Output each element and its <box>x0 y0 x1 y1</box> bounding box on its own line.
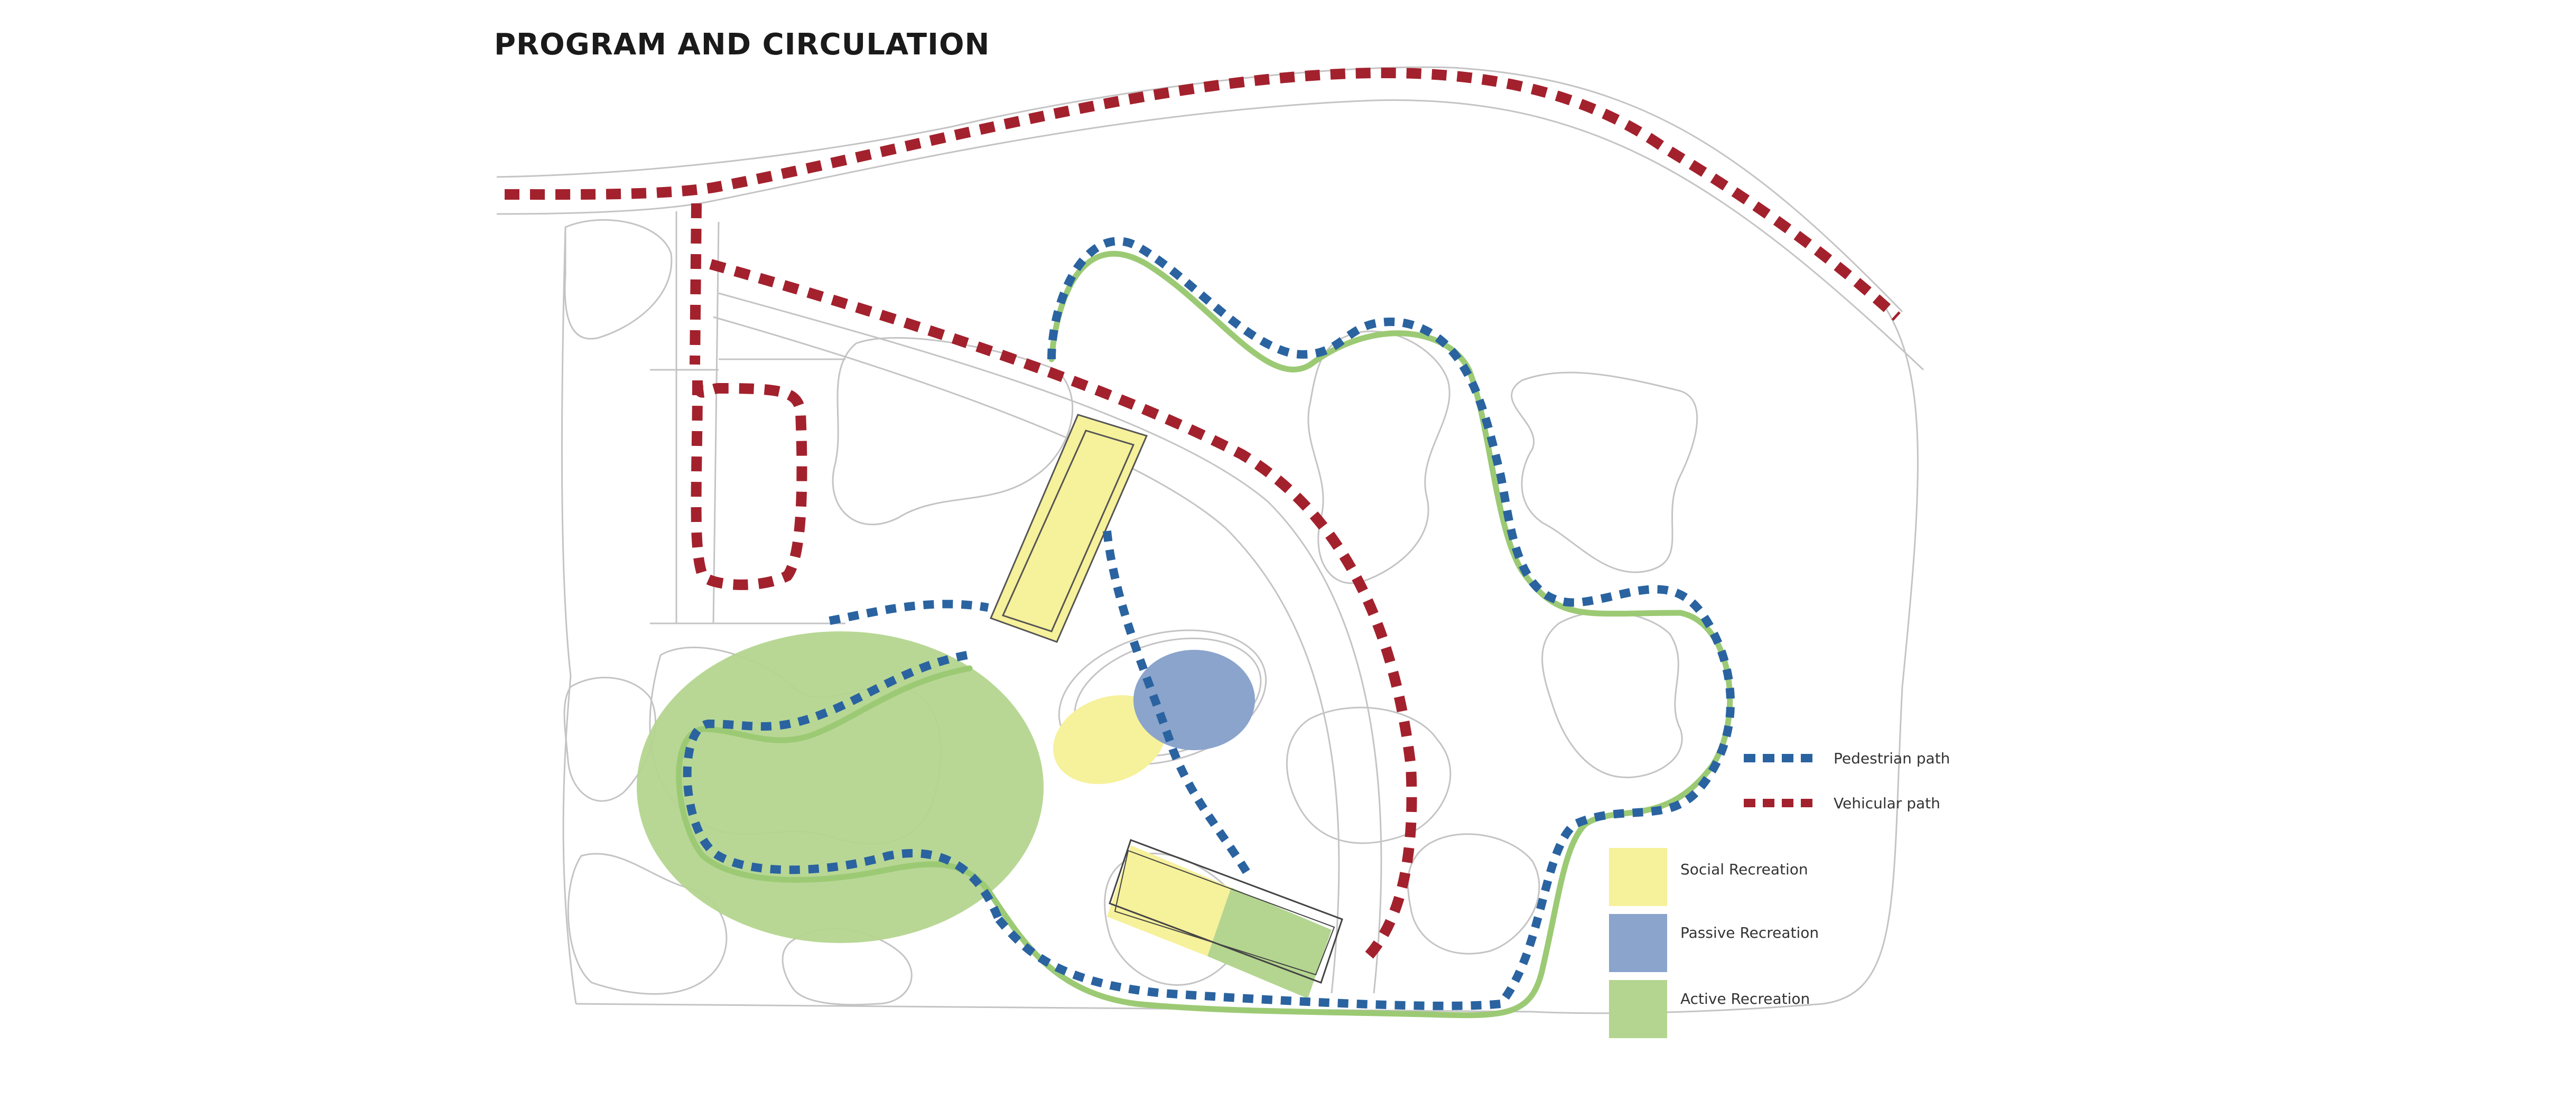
vehicular-main-road <box>504 67 1901 321</box>
passive-recreation-zone <box>1133 650 1255 750</box>
main-road-edge-bottom <box>496 99 1924 371</box>
diagonal-road-edge-b <box>713 316 1340 994</box>
topo-blob-9 <box>1104 853 1245 986</box>
social-recreation-court-north-border <box>989 414 1148 643</box>
vehicular-paths <box>504 67 1901 966</box>
social-recreation-court-north <box>991 415 1147 642</box>
vehicular-vertical-road <box>690 203 702 365</box>
main-road-edge-top <box>496 66 1903 313</box>
legend-passive-swatch <box>1609 914 1667 972</box>
topo-blob-3 <box>1286 706 1452 844</box>
legend-pedestrian-label: Pedestrian path <box>1834 750 1950 767</box>
site-boundary-bottom <box>575 1003 1533 1013</box>
pedestrian-link-central <box>1103 530 1253 880</box>
vehicular-parking-loop <box>691 380 807 590</box>
legend-vehicular-label: Vehicular path <box>1834 795 1940 812</box>
pedestrian-loop-oval <box>683 651 1003 921</box>
pedestrian-loop-east <box>995 237 1735 1010</box>
program-zones <box>637 414 1343 999</box>
page-title: PROGRAM AND CIRCULATION <box>494 27 990 62</box>
topo-blob-11 <box>563 677 656 802</box>
social-recreation-court-north-inner <box>1001 430 1135 632</box>
topo-blob-7 <box>567 853 728 995</box>
social-recreation-court-south <box>1107 845 1231 956</box>
central-plaza-outline <box>1058 629 1267 766</box>
legend-social-label: Social Recreation <box>1680 861 1808 878</box>
topo-blob-12 <box>564 219 673 340</box>
active-recreation-path <box>676 250 1733 1019</box>
topo-blob-6 <box>1541 611 1683 778</box>
legend-active-label: Active Recreation <box>1680 990 1810 1007</box>
legend-passive-label: Passive Recreation <box>1680 924 1819 941</box>
legend: Pedestrian path Vehicular path Social Re… <box>1609 750 1950 1038</box>
topo-blob-4 <box>1511 371 1698 573</box>
south-court-border-inner <box>1114 850 1335 976</box>
legend-active-swatch <box>1609 980 1667 1038</box>
active-recreation-court-south <box>1207 888 1332 999</box>
south-court-border <box>1109 839 1343 984</box>
site-boundary-left <box>561 227 577 1004</box>
legend-social-swatch <box>1609 848 1667 906</box>
topo-blob-10 <box>1407 833 1540 955</box>
vertical-road-edge-b <box>712 221 720 624</box>
diagonal-road-edge-a <box>718 292 1382 994</box>
pedestrian-link-north <box>829 600 989 625</box>
topo-blob-5 <box>1307 330 1450 584</box>
vehicular-diagonal-road <box>709 259 1417 966</box>
pedestrian-paths <box>683 237 1735 1010</box>
